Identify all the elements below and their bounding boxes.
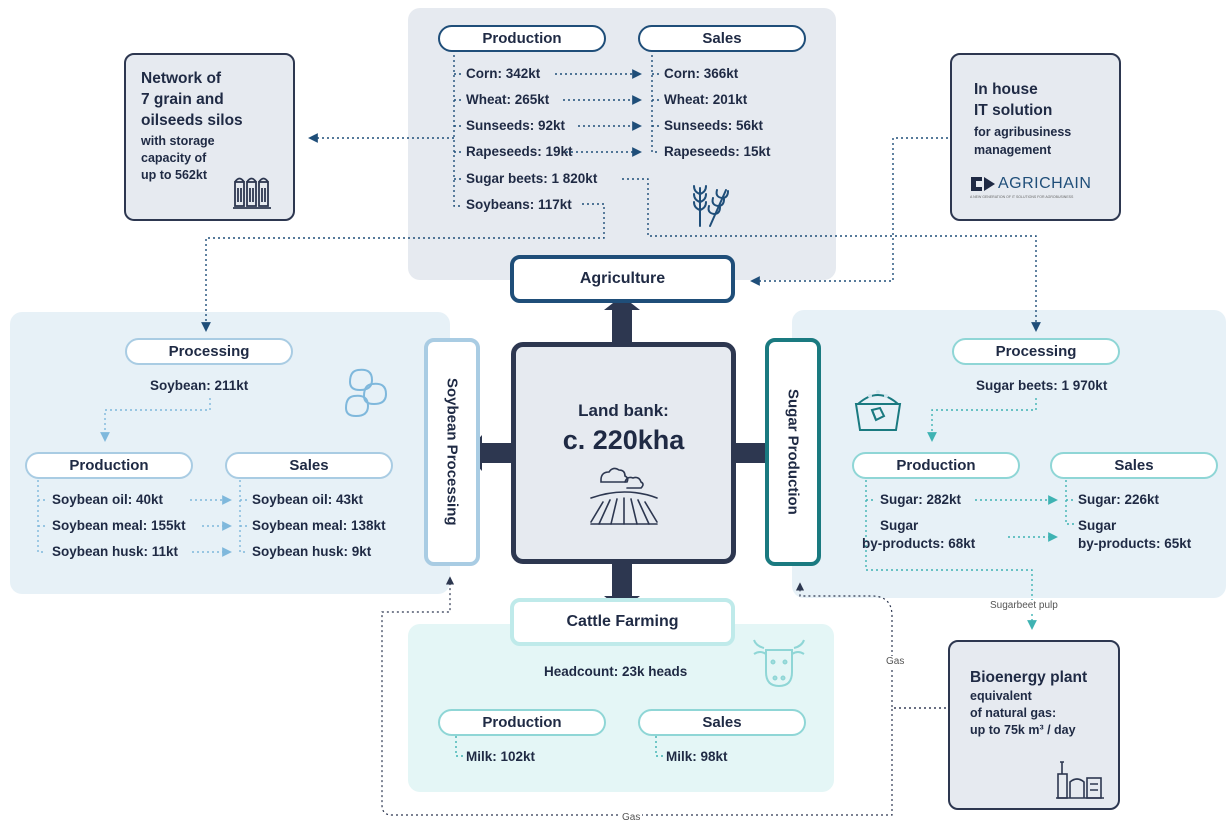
sugar-sales-item: by-products: 65kt [1078,536,1192,551]
agrichain-logo-text: AGRICHAIN [998,175,1092,192]
cattle-farming-label: Cattle Farming [510,598,735,646]
it-sub-line: for agribusiness [974,125,1072,139]
it-title-line: In house [974,81,1038,98]
agrichain-tagline: A NEW GENERATION OF IT SOLUTIONS FOR AGR… [970,195,1074,199]
agri-production-item: Rapeseeds: 19kt [466,144,573,159]
agri-sales-header: Sales [638,25,806,52]
sugar-bag-icon [854,390,902,431]
soy-production-item: Soybean oil: 40kt [52,492,164,507]
wheat-icon [693,185,729,227]
sugar-sales-header: Sales [1050,452,1218,479]
soy-production-item: Soybean husk: 11kt [52,544,179,559]
bioenergy-box [948,640,1120,810]
agriculture-panel [408,8,836,280]
agri-production-item: Soybeans: 117kt [466,197,572,212]
soy-sales-header: Sales [225,452,393,479]
cattle-production-item: Milk: 102kt [466,749,536,764]
bioenergy-sub-line: up to 75k m³ / day [970,723,1076,737]
it-solution-box [950,53,1121,221]
agri-sales-item: Rapeseeds: 15kt [664,144,771,159]
bioenergy-sub-line: of natural gas: [970,706,1057,720]
agriculture-label: Agriculture [510,255,735,303]
agri-sales-item: Wheat: 201kt [664,92,748,107]
sugar-production-item: by-products: 68kt [862,536,976,551]
agri-sales-item: Sunseeds: 56kt [664,118,764,133]
agri-production-item: Sunseeds: 92kt [466,118,566,133]
gas-label: Gas [884,656,907,667]
cattle-production-header: Production [438,709,606,736]
sugar-processing-header: Processing [952,338,1120,365]
sugar-production-header: Production [852,452,1020,479]
soy-sales-item: Soybean meal: 138kt [252,518,386,533]
cow-icon [753,639,805,688]
silos-title-line: 7 grain and [141,91,224,108]
silos-title-line: oilseeds silos [141,112,243,129]
sugar-production-label: Sugar Production [765,338,821,566]
soybean-processing-label: Soybean Processing [424,338,480,566]
it-sub-line: management [974,143,1052,157]
sugar-production-item: Sugar [880,518,919,533]
sugarbeet-pulp-label: Sugarbeet pulp [988,600,1060,611]
soybean-icon [344,368,388,418]
sugar-sales-item: Sugar [1078,518,1117,533]
soy-sales-item: Soybean husk: 9kt [252,544,372,559]
agri-production-item: Wheat: 265kt [466,92,550,107]
silos-box [124,53,295,221]
silos-sub-line: capacity of [141,151,207,165]
cattle-sales-header: Sales [638,709,806,736]
soybean-processing-text: Soybean Processing [443,378,461,526]
land-bank-title: Land bank: [578,401,669,420]
sugar-production-text: Sugar Production [784,389,802,515]
land-bank-value: c. 220kha [562,425,685,455]
agri-production-header: Production [438,25,606,52]
silos-title-line: Network of [141,70,222,87]
cattle-sales-item: Milk: 98kt [666,749,728,764]
gas-label: Gas [620,812,643,823]
soy-sales-item: Soybean oil: 43kt [252,492,364,507]
agri-production-item: Sugar beets: 1 820kt [466,171,598,186]
soy-processing-value: Soybean: 211kt [150,378,249,393]
soy-production-header: Production [25,452,193,479]
field-icon [589,467,658,525]
sugar-sales-item: Sugar: 226kt [1078,492,1160,507]
sugar-production-item: Sugar: 282kt [880,492,962,507]
agri-production-item: Corn: 342kt [466,66,541,81]
bioenergy-sub-line: equivalent [970,689,1032,703]
cattle-headcount: Headcount: 23k heads [544,664,688,679]
silo-icon [233,177,271,209]
sugar-processing-value: Sugar beets: 1 970kt [976,378,1108,393]
bioenergy-title: Bioenergy plant [970,669,1088,686]
land-bank-box: Land bank: c. 220kha [511,342,736,564]
silos-sub-line: with storage [141,134,215,148]
bioenergy-plant-icon [1056,761,1104,799]
it-title-line: IT solution [974,102,1053,119]
agrichain-logo-icon [971,177,995,191]
agri-sales-item: Corn: 366kt [664,66,739,81]
soy-processing-header: Processing [125,338,293,365]
soy-production-item: Soybean meal: 155kt [52,518,186,533]
silos-sub-line: up to 562kt [141,168,207,182]
